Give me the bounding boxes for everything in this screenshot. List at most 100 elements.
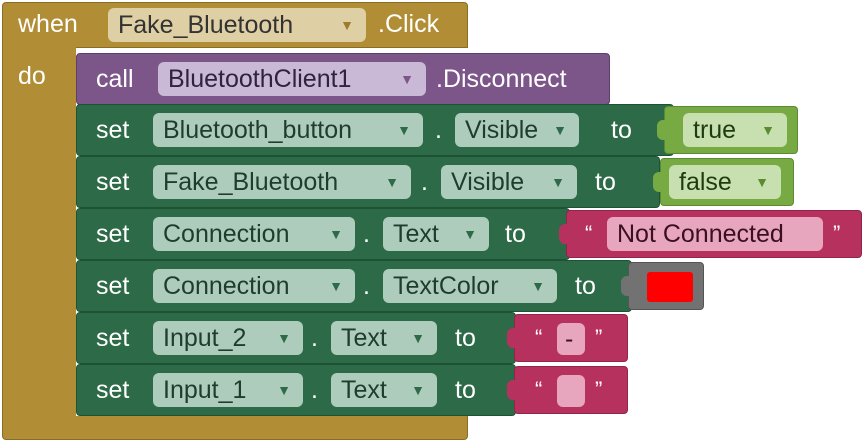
set-keyword: set	[96, 168, 130, 196]
set-property-label: TextColor	[393, 272, 499, 300]
boolean-value-dropdown[interactable]: false ▼	[669, 165, 781, 199]
set-property-dropdown[interactable]: Text ▼	[383, 217, 489, 251]
set-component-dropdown[interactable]: Connection ▼	[153, 217, 355, 251]
chevron-down-icon: ▼	[277, 382, 291, 398]
chevron-down-icon: ▼	[340, 17, 354, 33]
event-block-footer[interactable]	[2, 416, 468, 440]
call-component-dropdown[interactable]: BluetoothClient1 ▼	[158, 62, 426, 96]
chevron-down-icon: ▼	[551, 174, 565, 190]
open-quote: “	[535, 377, 543, 402]
value-plug	[507, 328, 519, 348]
event-block-body[interactable]	[2, 46, 76, 424]
chevron-down-icon: ▼	[329, 226, 343, 242]
call-block[interactable]: call BluetoothClient1 ▼ .Disconnect	[76, 53, 610, 105]
chevron-down-icon: ▼	[385, 174, 399, 190]
chevron-down-icon: ▼	[463, 226, 477, 242]
chevron-down-icon: ▼	[755, 174, 769, 190]
set-keyword: set	[96, 376, 130, 404]
set-block-fake-bluetooth-visible[interactable]: set Fake_Bluetooth ▼ . Visible ▼ to	[76, 156, 660, 208]
dot-separator: .	[311, 376, 318, 404]
set-component-dropdown[interactable]: Input_1 ▼	[153, 373, 303, 407]
dot-separator: .	[311, 324, 318, 352]
call-component-label: BluetoothClient1	[168, 65, 352, 93]
chevron-down-icon: ▼	[761, 122, 775, 138]
set-property-label: Visible	[465, 116, 539, 144]
to-keyword: to	[455, 324, 476, 352]
text-value-label: -	[565, 325, 574, 353]
set-component-label: Input_2	[163, 324, 247, 352]
set-component-dropdown[interactable]: Fake_Bluetooth ▼	[153, 165, 411, 199]
set-component-label: Bluetooth_button	[163, 116, 353, 144]
text-block-not-connected[interactable]: “ Not Connected ”	[559, 210, 862, 258]
text-value-field[interactable]: Not Connected	[607, 217, 823, 251]
text-value-label: Not Connected	[617, 220, 784, 248]
text-value-field[interactable]	[557, 375, 585, 407]
chevron-down-icon: ▼	[277, 330, 291, 346]
boolean-value-label: true	[693, 116, 737, 144]
chevron-down-icon: ▼	[553, 122, 567, 138]
call-keyword: call	[96, 65, 134, 93]
set-property-label: Text	[393, 220, 439, 248]
red-color-swatch[interactable]	[647, 272, 693, 302]
event-component-dropdown[interactable]: Fake_Bluetooth ▼	[108, 8, 366, 42]
value-plug	[621, 276, 633, 296]
chevron-down-icon: ▼	[531, 278, 545, 294]
set-block-connection-textcolor[interactable]: set Connection ▼ . TextColor ▼ to	[76, 260, 632, 312]
set-property-dropdown[interactable]: Visible ▼	[455, 113, 579, 147]
to-keyword: to	[611, 116, 632, 144]
set-block-connection-text[interactable]: set Connection ▼ . Text ▼ to	[76, 208, 570, 260]
text-value-field[interactable]: -	[557, 323, 585, 355]
call-method-name: .Disconnect	[436, 65, 567, 93]
color-block-red[interactable]	[621, 262, 704, 310]
value-plug	[559, 224, 571, 244]
when-keyword: when	[18, 10, 78, 38]
value-plug	[653, 172, 665, 192]
set-keyword: set	[96, 324, 130, 352]
set-property-dropdown[interactable]: Visible ▼	[441, 165, 577, 199]
event-name: .Click	[378, 10, 440, 38]
do-keyword: do	[18, 62, 46, 90]
set-keyword: set	[96, 220, 130, 248]
boolean-true-block[interactable]: true ▼	[657, 106, 798, 154]
dot-separator: .	[363, 272, 370, 300]
set-component-label: Input_1	[163, 376, 247, 404]
set-property-label: Visible	[451, 168, 525, 196]
boolean-value-dropdown[interactable]: true ▼	[683, 113, 787, 147]
text-block-dash[interactable]: “ - ”	[507, 314, 628, 362]
value-plug	[507, 380, 519, 400]
set-component-label: Fake_Bluetooth	[163, 168, 339, 196]
set-block-input1-text[interactable]: set Input_1 ▼ . Text ▼ to	[76, 364, 516, 416]
close-quote: ”	[595, 325, 603, 350]
boolean-value-label: false	[679, 168, 732, 196]
event-component-label: Fake_Bluetooth	[118, 11, 294, 39]
set-component-label: Connection	[163, 272, 290, 300]
set-property-dropdown[interactable]: Text ▼	[331, 321, 437, 355]
chevron-down-icon: ▼	[329, 278, 343, 294]
set-property-dropdown[interactable]: Text ▼	[331, 373, 437, 407]
open-quote: “	[585, 221, 593, 246]
set-block-input2-text[interactable]: set Input_2 ▼ . Text ▼ to	[76, 312, 516, 364]
set-property-label: Text	[341, 376, 387, 404]
to-keyword: to	[505, 220, 526, 248]
set-component-label: Connection	[163, 220, 290, 248]
chevron-down-icon: ▼	[400, 71, 414, 87]
dot-separator: .	[435, 116, 442, 144]
text-block-empty[interactable]: “ ”	[507, 366, 628, 414]
set-component-dropdown[interactable]: Input_2 ▼	[153, 321, 303, 355]
chevron-down-icon: ▼	[411, 382, 425, 398]
set-property-dropdown[interactable]: TextColor ▼	[383, 269, 557, 303]
dot-separator: .	[421, 168, 428, 196]
boolean-false-block[interactable]: false ▼	[653, 158, 794, 206]
to-keyword: to	[575, 272, 596, 300]
set-property-label: Text	[341, 324, 387, 352]
set-block-bluetooth-button-visible[interactable]: set Bluetooth_button ▼ . Visible ▼ to	[76, 104, 674, 156]
to-keyword: to	[595, 168, 616, 196]
chevron-down-icon: ▼	[397, 122, 411, 138]
dot-separator: .	[363, 220, 370, 248]
set-component-dropdown[interactable]: Bluetooth_button ▼	[153, 113, 423, 147]
chevron-down-icon: ▼	[411, 330, 425, 346]
to-keyword: to	[455, 376, 476, 404]
set-component-dropdown[interactable]: Connection ▼	[153, 269, 355, 303]
close-quote: ”	[595, 377, 603, 402]
value-plug	[657, 120, 669, 140]
